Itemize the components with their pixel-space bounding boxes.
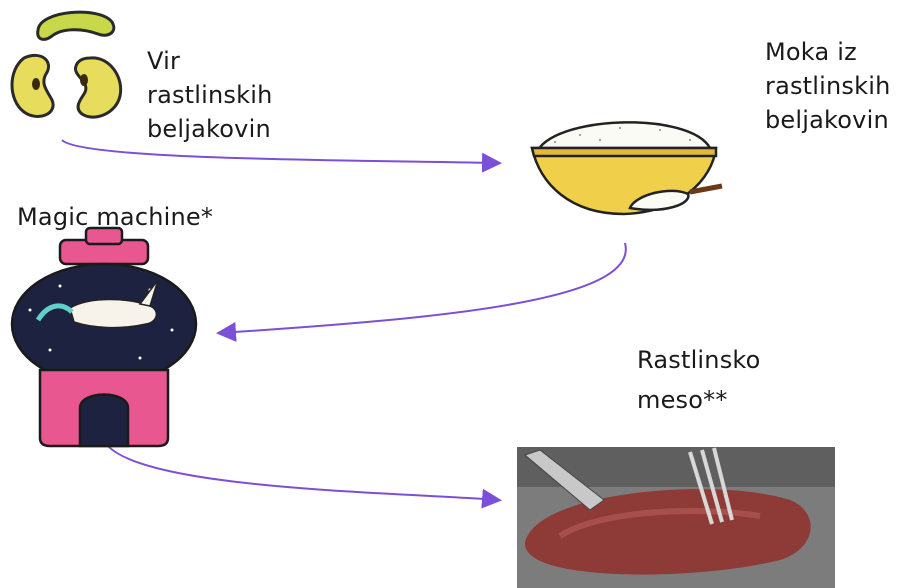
step-label-meat: Rastlinsko meso** [637, 340, 761, 420]
label-line: meso** [637, 386, 728, 414]
label-line: Magic machine* [17, 203, 214, 231]
step-label-source: Vir rastlinskih beljakovin [147, 44, 273, 146]
label-line: Vir [147, 47, 181, 75]
label-line: beljakovin [147, 115, 271, 143]
label-line: Rastlinsko [637, 346, 761, 374]
label-line: beljakovin [765, 106, 889, 134]
label-line: rastlinskih [147, 81, 273, 109]
arrow-source-to-flour [61, 139, 502, 173]
arrow-machine-to-meat [102, 437, 502, 509]
arrow-flour-to-machine [216, 242, 627, 342]
label-line: rastlinskih [765, 72, 891, 100]
label-line: Moka iz [765, 38, 857, 66]
step-label-flour: Moka iz rastlinskih beljakovin [765, 35, 891, 137]
step-label-machine: Magic machine* [17, 200, 213, 234]
